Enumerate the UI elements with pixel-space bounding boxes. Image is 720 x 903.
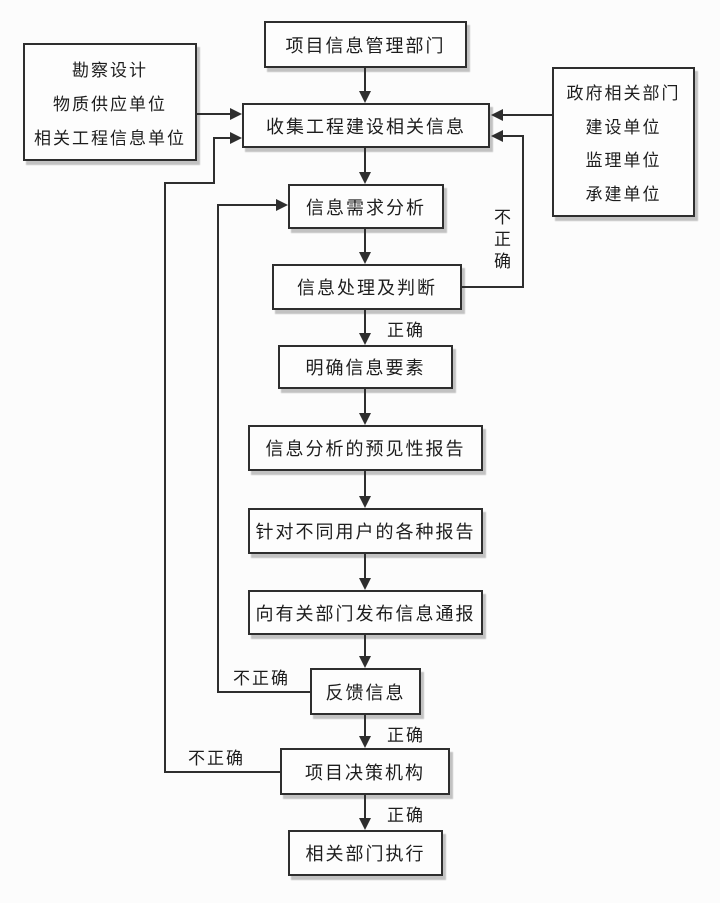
label-correct-feedback: 正确 <box>387 726 425 745</box>
node-processing-judgment-label: 信息处理及判断 <box>297 278 437 298</box>
label-incorrect-feedback: 不正确 <box>233 669 290 688</box>
node-user-reports: 针对不同用户的各种报告 <box>248 508 483 554</box>
node-user-reports-label: 针对不同用户的各种报告 <box>255 522 476 542</box>
right-source-item: 政府相关部门 <box>566 84 681 104</box>
connector-analysis-to-judgment <box>364 229 366 253</box>
node-feedback-label: 反馈信息 <box>325 682 406 703</box>
arrowhead-feedback-to-decision <box>359 736 371 748</box>
connector-leftsources-to-collect <box>197 113 230 115</box>
right-source-item: 监理单位 <box>585 151 662 171</box>
label-incorrect-judgment: 不正确 <box>491 208 510 274</box>
connector-elements-to-report <box>364 389 366 414</box>
arrowhead-elements-to-report <box>359 413 371 425</box>
connector-judgment-incorrect-top <box>503 135 524 137</box>
node-predictive-report-label: 信息分析的预见性报告 <box>265 439 466 459</box>
connector-feedback-to-decision <box>364 715 366 737</box>
arrowhead-userreports-to-bulletin <box>359 578 371 590</box>
node-demand-analysis-label: 信息需求分析 <box>306 197 426 218</box>
arrowhead-decision-incorrect-to-collect <box>230 132 242 144</box>
arrowhead-judgment-to-elements <box>359 333 371 345</box>
left-source-item: 物质供应单位 <box>53 94 167 114</box>
connector-report-to-userreports <box>364 471 366 497</box>
node-clarify-elements-label: 明确信息要素 <box>305 358 426 378</box>
arrowhead-decision-to-execution <box>359 818 371 830</box>
node-collect-info: 收集工程建设相关信息 <box>242 103 490 148</box>
node-collect-info-label: 收集工程建设相关信息 <box>266 116 466 137</box>
arrowhead-collect-to-analysis <box>359 172 371 184</box>
node-decision-body-label: 项目决策机构 <box>305 762 425 783</box>
node-clarify-elements: 明确信息要素 <box>278 345 453 389</box>
arrowhead-top-to-collect <box>359 91 371 103</box>
node-left-sources: 勘察设计 物质供应单位 相关工程信息单位 <box>23 43 197 161</box>
arrowhead-leftsources-to-collect <box>230 108 242 120</box>
connector-top-to-collect <box>364 68 366 92</box>
left-source-item: 相关工程信息单位 <box>34 128 186 148</box>
arrowhead-report-to-userreports <box>359 496 371 508</box>
label-correct-judgment: 正确 <box>387 321 425 340</box>
right-source-item: 承建单位 <box>585 184 662 204</box>
node-execution-label: 相关部门执行 <box>305 844 426 864</box>
arrowhead-analysis-to-judgment <box>359 252 371 264</box>
connector-decision-incorrect-jog-v <box>213 137 215 184</box>
connector-decision-incorrect-v <box>164 182 166 773</box>
connector-collect-to-analysis <box>364 148 366 173</box>
node-publish-bulletin: 向有关部门发布信息通报 <box>248 590 483 635</box>
node-demand-analysis: 信息需求分析 <box>288 184 444 229</box>
node-predictive-report: 信息分析的预见性报告 <box>248 425 483 471</box>
connector-decision-incorrect-h <box>164 771 280 773</box>
connector-decision-incorrect-top <box>213 137 230 139</box>
left-source-item: 勘察设计 <box>72 60 148 80</box>
arrowhead-bulletin-to-feedback <box>359 656 371 668</box>
connector-decision-to-execution <box>364 795 366 819</box>
node-project-info-dept-label: 项目信息管理部门 <box>285 35 446 56</box>
connector-judgment-incorrect-h <box>462 286 524 288</box>
node-feedback: 反馈信息 <box>310 668 421 715</box>
connector-judgment-to-elements <box>364 310 366 334</box>
label-correct-decision: 正确 <box>387 806 425 825</box>
arrowhead-feedback-incorrect-to-analysis <box>276 199 288 211</box>
connector-feedback-incorrect-top <box>217 204 276 206</box>
connector-bulletin-to-feedback <box>364 635 366 657</box>
node-processing-judgment: 信息处理及判断 <box>272 264 462 310</box>
arrowhead-rightsources-to-collect <box>491 109 503 121</box>
label-incorrect-decision: 不正确 <box>188 749 245 768</box>
arrowhead-judgment-incorrect-to-collect <box>491 130 503 142</box>
connector-judgment-incorrect-v <box>522 135 524 288</box>
node-decision-body: 项目决策机构 <box>280 748 450 795</box>
connector-decision-incorrect-jog-h <box>164 182 215 184</box>
connector-rightsources-to-collect <box>503 114 552 116</box>
connector-feedback-incorrect-h <box>217 691 310 693</box>
node-execution: 相关部门执行 <box>288 830 443 876</box>
node-project-info-dept: 项目信息管理部门 <box>264 21 467 68</box>
node-right-sources: 政府相关部门 建设单位 监理单位 承建单位 <box>552 67 695 217</box>
connector-feedback-incorrect-v <box>217 204 219 693</box>
connector-userreports-to-bulletin <box>364 554 366 579</box>
right-source-item: 建设单位 <box>585 117 662 137</box>
node-publish-bulletin-label: 向有关部门发布信息通报 <box>255 603 476 624</box>
